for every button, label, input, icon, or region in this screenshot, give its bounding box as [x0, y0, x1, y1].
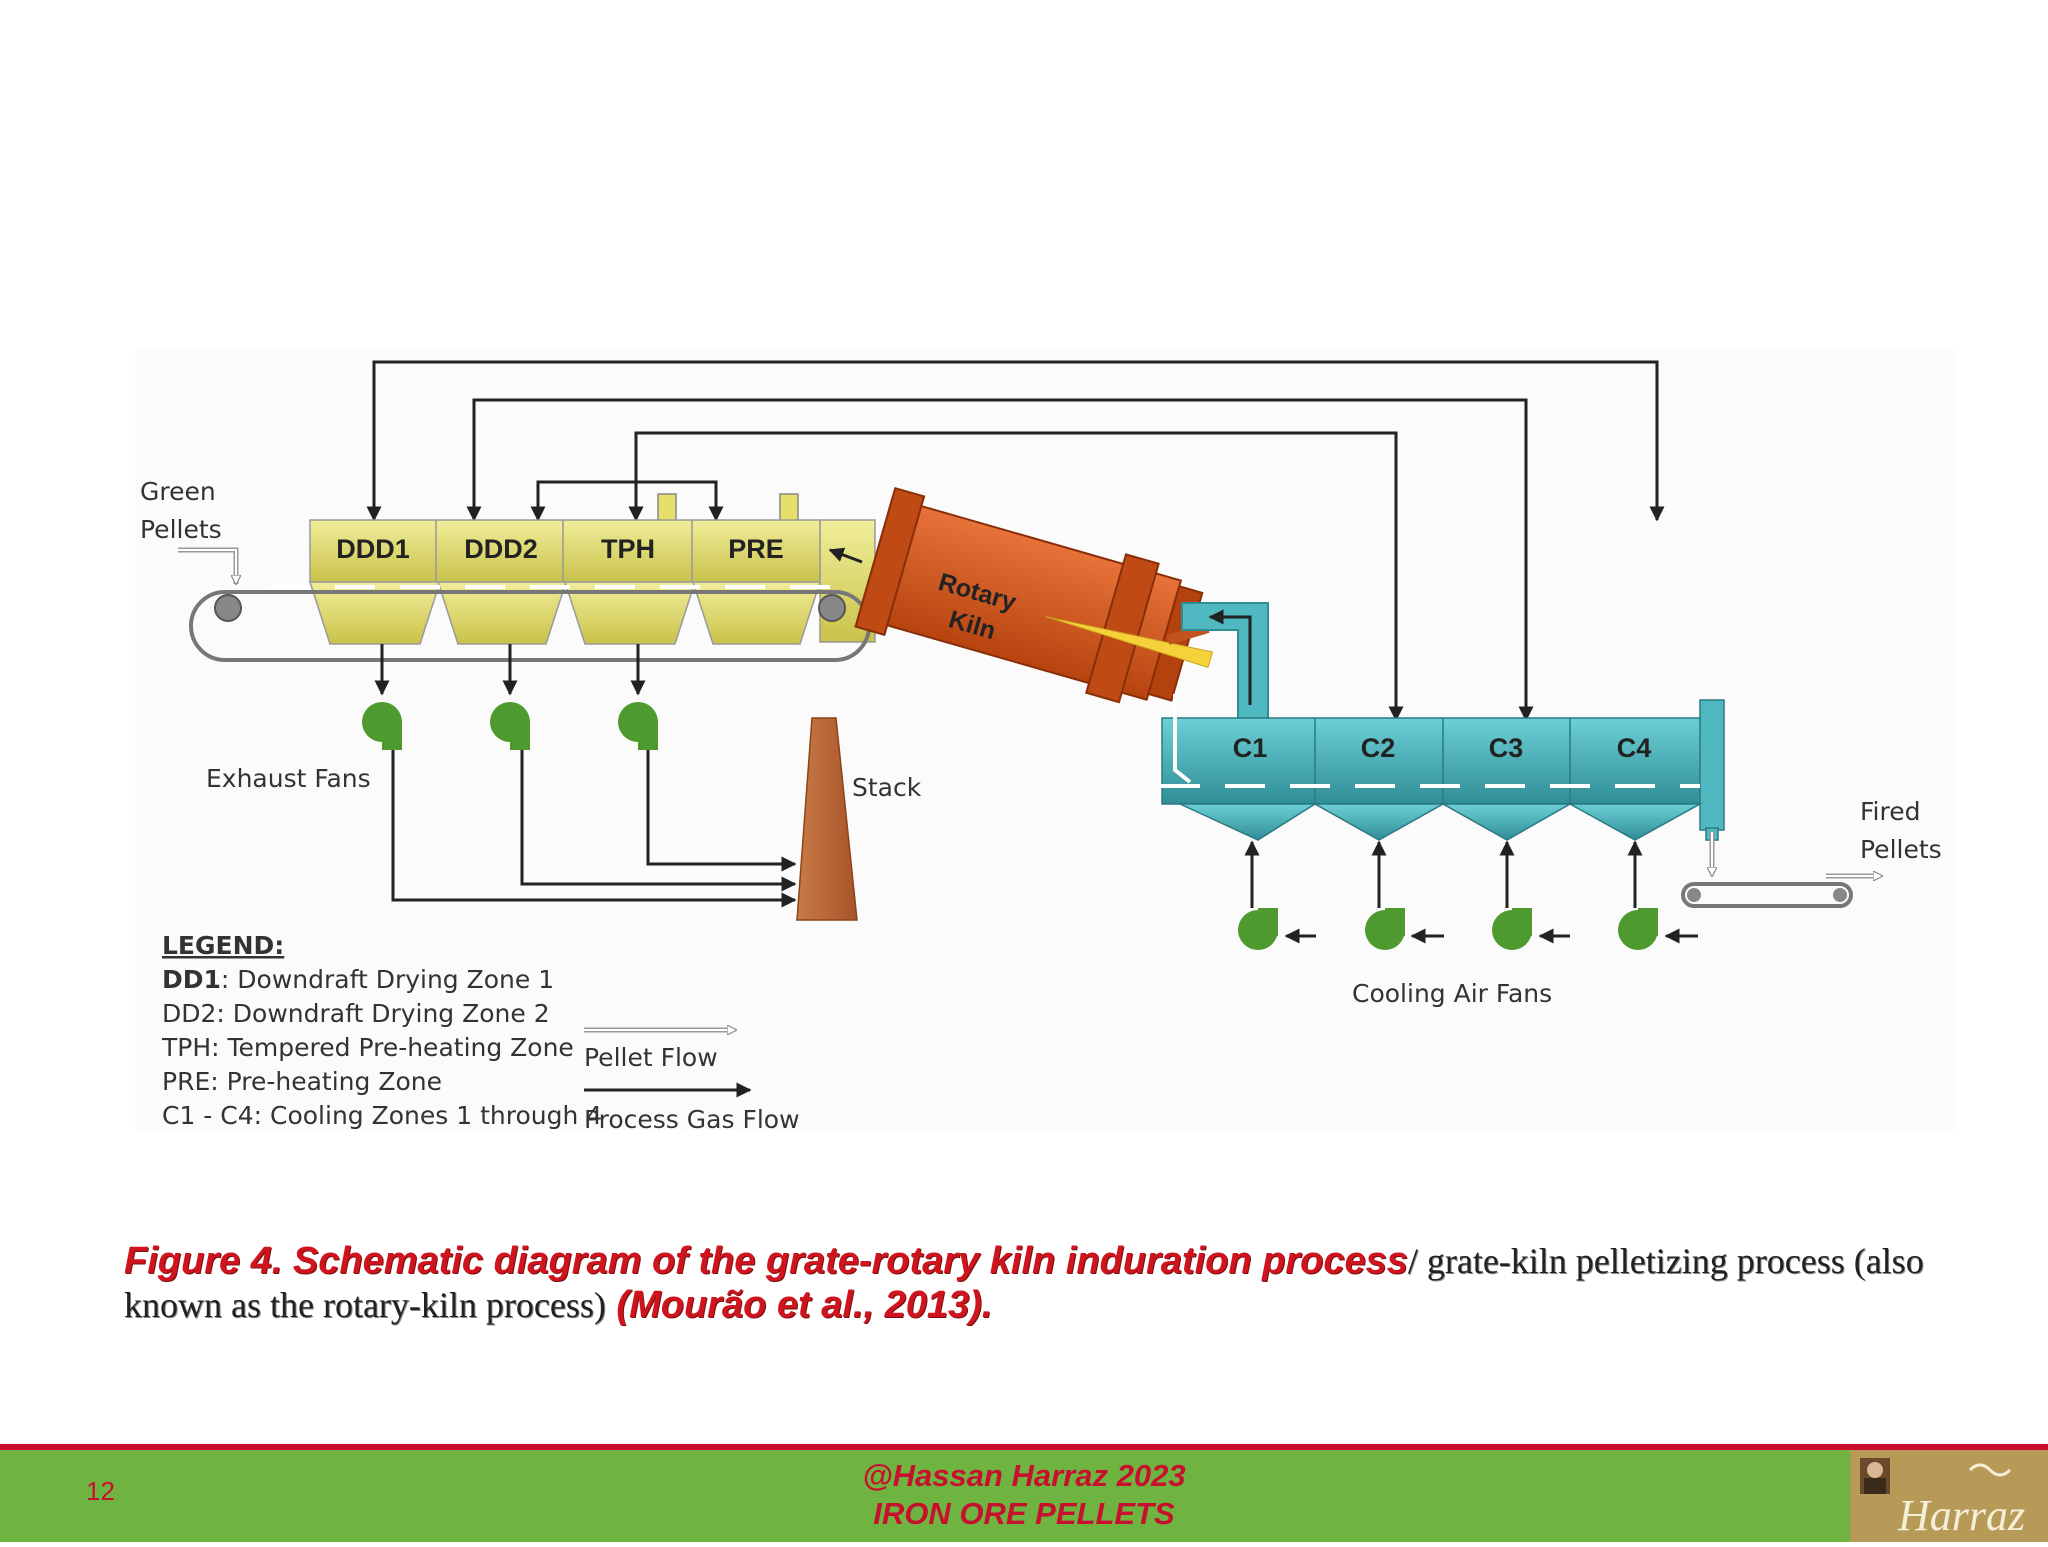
stack-label: Stack: [852, 773, 922, 802]
exhaust-fan-icon: [362, 702, 402, 750]
legend-item: C1 - C4: Cooling Zones 1 through 4: [162, 1101, 602, 1130]
author-logo: Harraz: [1850, 1450, 2048, 1542]
exhaust-fan-icon: [618, 702, 658, 750]
zone-label-pre: PRE: [728, 534, 784, 564]
green-pellets-label-1: Green: [140, 477, 216, 506]
fired-pellets-label-2: Pellets: [1860, 835, 1942, 864]
zone-label-c3: C3: [1489, 733, 1524, 763]
cooling-fan-group: [1238, 840, 1698, 950]
caption-title: Figure 4. Schematic diagram of the grate…: [124, 1240, 1408, 1282]
exhaust-fan-group: [362, 644, 797, 908]
return-gas-lines: [366, 360, 1665, 722]
caption-description: / grate-kiln pelletizing process (also k…: [124, 1241, 1924, 1325]
cooler: [1160, 694, 1725, 841]
exhaust-fans-label: Exhaust Fans: [206, 764, 371, 793]
rotary-kiln: [854, 486, 1214, 704]
logo-icon: Harraz: [1850, 1450, 2048, 1542]
cooling-fan-icon: [1238, 908, 1278, 950]
stack: [796, 717, 858, 921]
legend: LEGEND: DD1: Downdraft Drying Zone 1 DD2…: [161, 931, 800, 1134]
cooling-fan-icon: [1492, 908, 1532, 950]
slide-footer: 12 @Hassan Harraz 2023 IRON ORE PELLETS …: [0, 1444, 2048, 1542]
footer-title: IRON ORE PELLETS: [873, 1496, 1175, 1531]
kiln-gas-arrow: [828, 547, 863, 564]
exhaust-fan-icon: [490, 702, 530, 750]
cooling-fan-icon: [1365, 908, 1405, 950]
zone-label-ddd1: DDD1: [336, 534, 410, 564]
zone-label-c4: C4: [1617, 733, 1652, 763]
pellet-flow-label: Pellet Flow: [584, 1043, 718, 1072]
legend-item: PRE: Pre-heating Zone: [162, 1067, 442, 1096]
zone-label-ddd2: DDD2: [464, 534, 538, 564]
legend-title: LEGEND:: [162, 931, 284, 960]
fired-pellets-label-1: Fired: [1860, 797, 1921, 826]
svg-text:Harraz: Harraz: [1897, 1491, 2025, 1540]
zone-label-tph: TPH: [601, 534, 655, 564]
figure-caption: Figure 4. Schematic diagram of the grate…: [124, 1240, 1954, 1331]
legend-item: DD1: Downdraft Drying Zone 1: [162, 965, 554, 994]
cooling-air-fans-label: Cooling Air Fans: [1352, 979, 1552, 1008]
caption-citation: (Mourão et al., 2013).: [605, 1284, 993, 1326]
zone-label-c2: C2: [1361, 733, 1396, 763]
green-pellets-label-2: Pellets: [140, 515, 222, 544]
process-gas-flow-label: Process Gas Flow: [584, 1105, 800, 1134]
legend-item: DD2: Downdraft Drying Zone 2: [162, 999, 550, 1028]
fired-pellets-conveyor: [1681, 882, 1853, 908]
legend-item: TPH: Tempered Pre-heating Zone: [161, 1033, 574, 1062]
zone-label-c1: C1: [1233, 733, 1268, 763]
page-number: 12: [86, 1476, 115, 1506]
cooling-fan-icon: [1618, 908, 1658, 950]
travelling-grate: [189, 519, 876, 662]
footer-author: @Hassan Harraz 2023: [862, 1458, 1186, 1493]
